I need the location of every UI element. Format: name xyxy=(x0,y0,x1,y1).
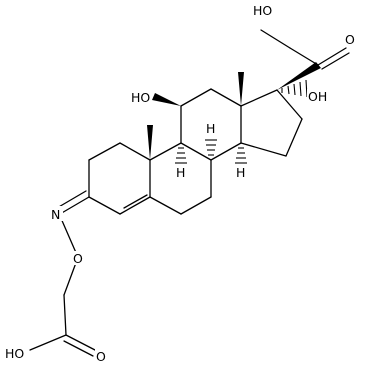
c17-hydroxyl-label: OH xyxy=(308,89,327,104)
ring-a xyxy=(88,142,151,215)
c10-methyl-wedge xyxy=(147,125,153,160)
h-c14-hashed-bond xyxy=(235,147,247,164)
h-c9-hashed-bond xyxy=(175,147,187,164)
h-c14-label: H xyxy=(236,165,245,180)
ketone-oxygen-label: O xyxy=(345,32,355,47)
h-c8-label: H xyxy=(206,121,215,136)
side-chain xyxy=(260,29,350,90)
c17-oh-hashed-bond xyxy=(281,79,308,98)
c11-oh-wedge xyxy=(152,93,181,106)
top-hydroxyl-label: HO xyxy=(253,3,272,18)
acid-hydroxyl-label: HO xyxy=(5,346,24,361)
ring-b xyxy=(149,142,212,215)
c13-methyl-wedge xyxy=(238,72,244,106)
oxime-chain xyxy=(29,190,96,357)
ring-d xyxy=(240,89,303,157)
c11-hydroxyl-label: HO xyxy=(131,90,150,105)
h-c9-label: H xyxy=(176,165,185,180)
oxime-nitrogen-label: N xyxy=(51,207,60,222)
acid-carbonyl-oxygen-label: O xyxy=(96,349,106,364)
ring-c xyxy=(180,88,242,161)
oxime-oxygen-label: O xyxy=(73,251,83,266)
h-c8-hashed-bond xyxy=(205,139,217,156)
